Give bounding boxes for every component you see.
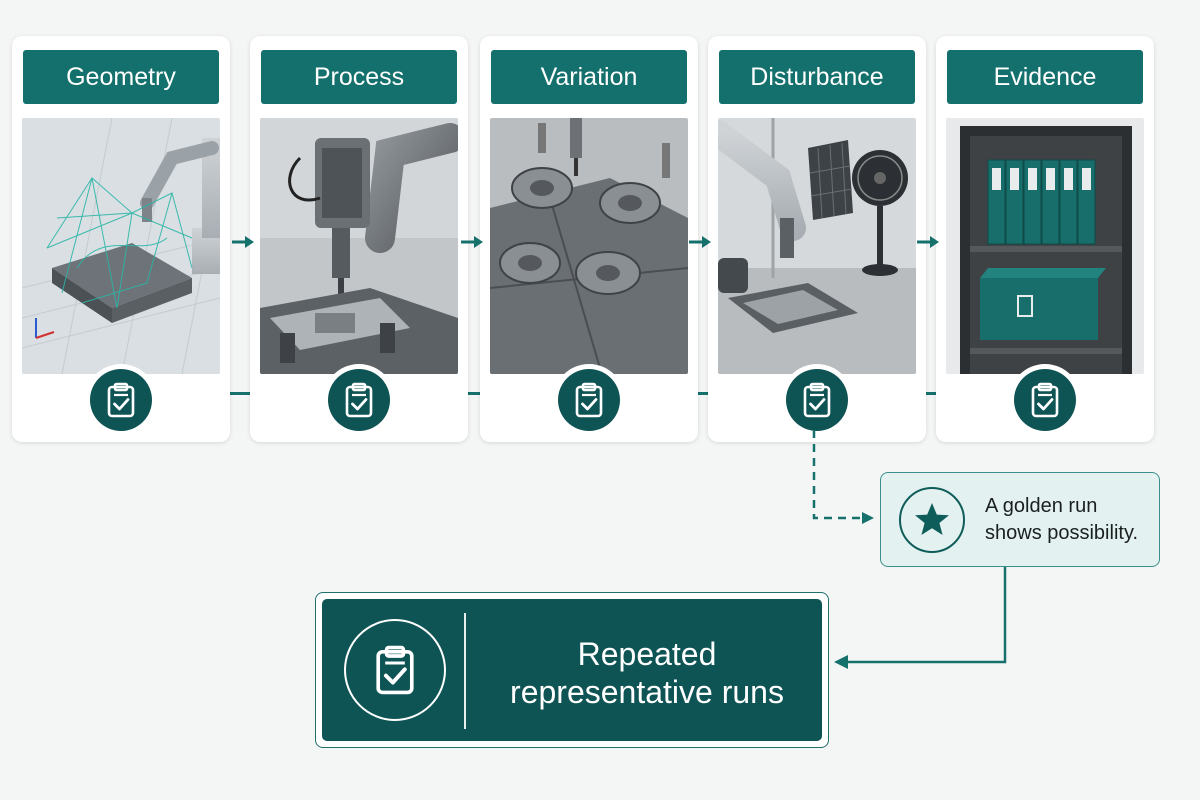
result-divider: [464, 613, 466, 729]
stage-header-geometry: Geometry: [23, 50, 219, 104]
dashed-connector: [812, 430, 864, 520]
flow-arrow-1: [232, 236, 254, 248]
geometry-photo: [22, 118, 220, 374]
timeline-connector-2: [392, 392, 550, 395]
clipboard-check-icon: [1025, 380, 1065, 420]
solid-connector-arrowhead: [834, 655, 848, 669]
repeated-runs-box: Repeated representative runs: [315, 592, 829, 748]
checkpoint-badge-variation: [553, 364, 625, 436]
stage-card-disturbance: Disturbance: [708, 36, 926, 442]
callout-line-2: shows possibility.: [985, 522, 1139, 544]
clipboard-check-icon: [339, 380, 379, 420]
variation-photo: [490, 118, 688, 374]
stage-card-evidence: Evidence: [936, 36, 1154, 442]
stage-card-variation: Variation: [480, 36, 698, 442]
solid-connector: [846, 567, 1007, 664]
stage-header-disturbance: Disturbance: [719, 50, 915, 104]
clipboard-check-icon: [569, 380, 609, 420]
stage-card-geometry: Geometry: [12, 36, 230, 442]
checkpoint-badge-disturbance: [781, 364, 853, 436]
checkpoint-badge-evidence: [1009, 364, 1081, 436]
stage-header-evidence: Evidence: [947, 50, 1143, 104]
timeline-connector-3: [622, 392, 778, 395]
clipboard-check-icon: [344, 619, 446, 721]
flow-arrow-2: [461, 236, 483, 248]
dashed-connector-arrowhead: [862, 512, 874, 524]
checkpoint-badge-process: [323, 364, 395, 436]
result-line-2: representative runs: [510, 674, 784, 710]
disturbance-photo: [718, 118, 916, 374]
stage-card-process: Process: [250, 36, 468, 442]
clipboard-check-icon: [101, 380, 141, 420]
result-line-1: Repeated: [577, 636, 717, 672]
golden-run-callout: A golden run shows possibility.: [880, 472, 1160, 567]
flow-arrow-4: [917, 236, 939, 248]
stage-header-process: Process: [261, 50, 457, 104]
checkpoint-badge-geometry: [85, 364, 157, 436]
flow-arrow-3: [689, 236, 711, 248]
timeline-connector-4: [850, 392, 1014, 395]
callout-line-1: A golden run: [985, 495, 1098, 517]
star-icon: [899, 487, 965, 553]
evidence-photo: [946, 118, 1144, 374]
timeline-connector-1: [160, 392, 320, 395]
process-photo: [260, 118, 458, 374]
clipboard-check-icon: [797, 380, 837, 420]
stage-header-variation: Variation: [491, 50, 687, 104]
